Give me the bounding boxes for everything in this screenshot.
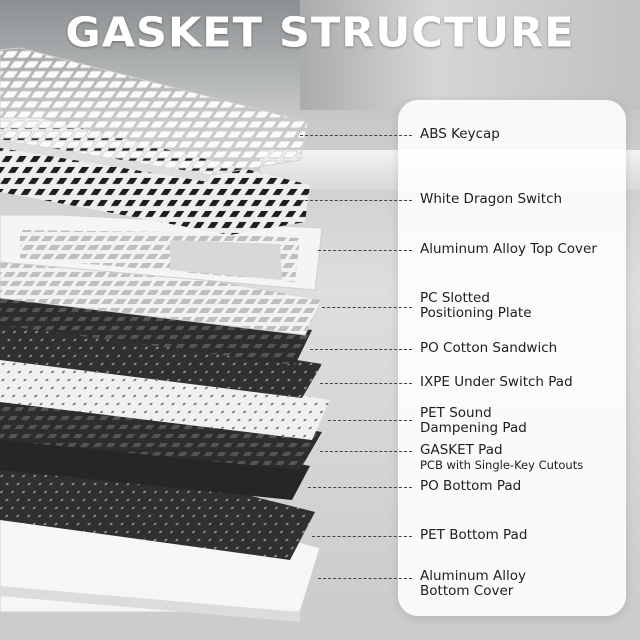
layer-pet-sound-pad (0, 350, 330, 440)
leader-line (320, 451, 412, 452)
label-bottom-cover: Aluminum Alloy Bottom Cover (420, 568, 526, 599)
label-po-bottom: PO Bottom Pad (420, 478, 522, 494)
label-pet-sound: PET Sound Dampening Pad (420, 405, 527, 436)
leader-line (312, 536, 412, 537)
label-abs-keycap: ABS Keycap (420, 126, 500, 142)
layer-top-cover (0, 214, 323, 291)
leader-line (310, 349, 412, 350)
leader-line (320, 383, 412, 384)
label-ixpe-pad: IXPE Under Switch Pad (420, 374, 573, 390)
window-background (300, 0, 640, 110)
leader-line (308, 487, 412, 488)
label-switch: White Dragon Switch (420, 191, 563, 207)
label-pc-plate: PC Slotted Positioning Plate (420, 290, 532, 321)
layer-ixpe-pad (0, 318, 322, 398)
page-title: GASKET STRUCTURE (65, 9, 575, 57)
label-panel (398, 100, 626, 616)
label-po-cotton: PO Cotton Sandwich (420, 340, 558, 356)
label-pet-bottom: PET Bottom Pad (420, 527, 528, 543)
leader-line (322, 307, 412, 308)
layer-keycaps (0, 47, 309, 182)
leader-line (300, 200, 412, 201)
leader-line (328, 420, 412, 421)
leader-line (318, 250, 412, 251)
label-gasket-pad: GASKET Pad PCB with Single-Key Cutouts (420, 442, 584, 473)
label-top-cover: Aluminum Alloy Top Cover (420, 241, 597, 257)
leader-line (318, 578, 412, 579)
leader-line (300, 135, 412, 136)
